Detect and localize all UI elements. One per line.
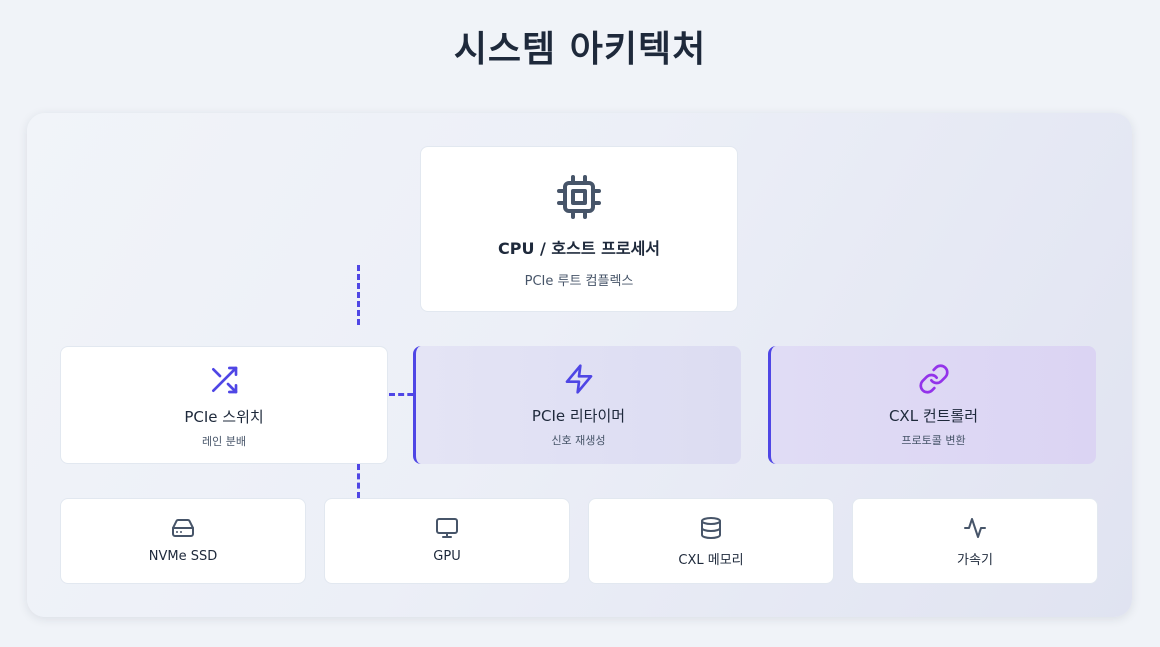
nvme-ssd-name: NVMe SSD bbox=[148, 549, 218, 564]
cpu-subtitle: PCIe 루트 컴플렉스 bbox=[524, 274, 634, 289]
page-title: 시스템 아키텍처 bbox=[453, 29, 707, 70]
cxl-controller-card[interactable]: CXL 컨트롤러 프로토콜 변환 bbox=[768, 346, 1096, 464]
pcie-retimer-subtitle: 신호 재생성 bbox=[551, 434, 606, 447]
link-icon bbox=[918, 364, 949, 394]
cxl-memory-card[interactable]: CXL 메모리 bbox=[588, 498, 834, 584]
accelerator-card[interactable]: 가속기 bbox=[852, 498, 1098, 584]
database-icon bbox=[701, 517, 721, 539]
accelerator-name: 가속기 bbox=[957, 553, 993, 568]
cxl-controller-name: CXL 컨트롤러 bbox=[888, 407, 979, 425]
pcie-retimer-name: PCIe 리타이머 bbox=[531, 407, 626, 425]
hard-drive-icon bbox=[172, 519, 194, 537]
gpu-name: GPU bbox=[433, 549, 461, 564]
cpu-name: CPU / 호스트 프로세서 bbox=[497, 239, 661, 258]
cpu-card[interactable]: CPU / 호스트 프로세서 PCIe 루트 컴플렉스 bbox=[420, 146, 738, 312]
cxl-memory-name: CXL 메모리 bbox=[678, 553, 744, 568]
monitor-icon bbox=[436, 518, 458, 538]
activity-icon bbox=[964, 518, 986, 538]
gpu-card[interactable]: GPU bbox=[324, 498, 570, 584]
cpu-icon bbox=[557, 175, 601, 219]
connector-switch-devices bbox=[357, 464, 360, 498]
pcie-switch-subtitle: 레인 분배 bbox=[202, 435, 246, 448]
pcie-switch-name: PCIe 스위치 bbox=[184, 408, 264, 426]
lightning-icon bbox=[565, 364, 592, 394]
pcie-retimer-card[interactable]: PCIe 리타이머 신호 재생성 bbox=[413, 346, 741, 464]
pcie-switch-card[interactable]: PCIe 스위치 레인 분배 bbox=[60, 346, 388, 464]
shuffle-icon bbox=[212, 366, 238, 394]
cxl-controller-subtitle: 프로토콜 변환 bbox=[901, 434, 966, 447]
connector-cpu-switch bbox=[357, 265, 360, 325]
nvme-ssd-card[interactable]: NVMe SSD bbox=[60, 498, 306, 584]
